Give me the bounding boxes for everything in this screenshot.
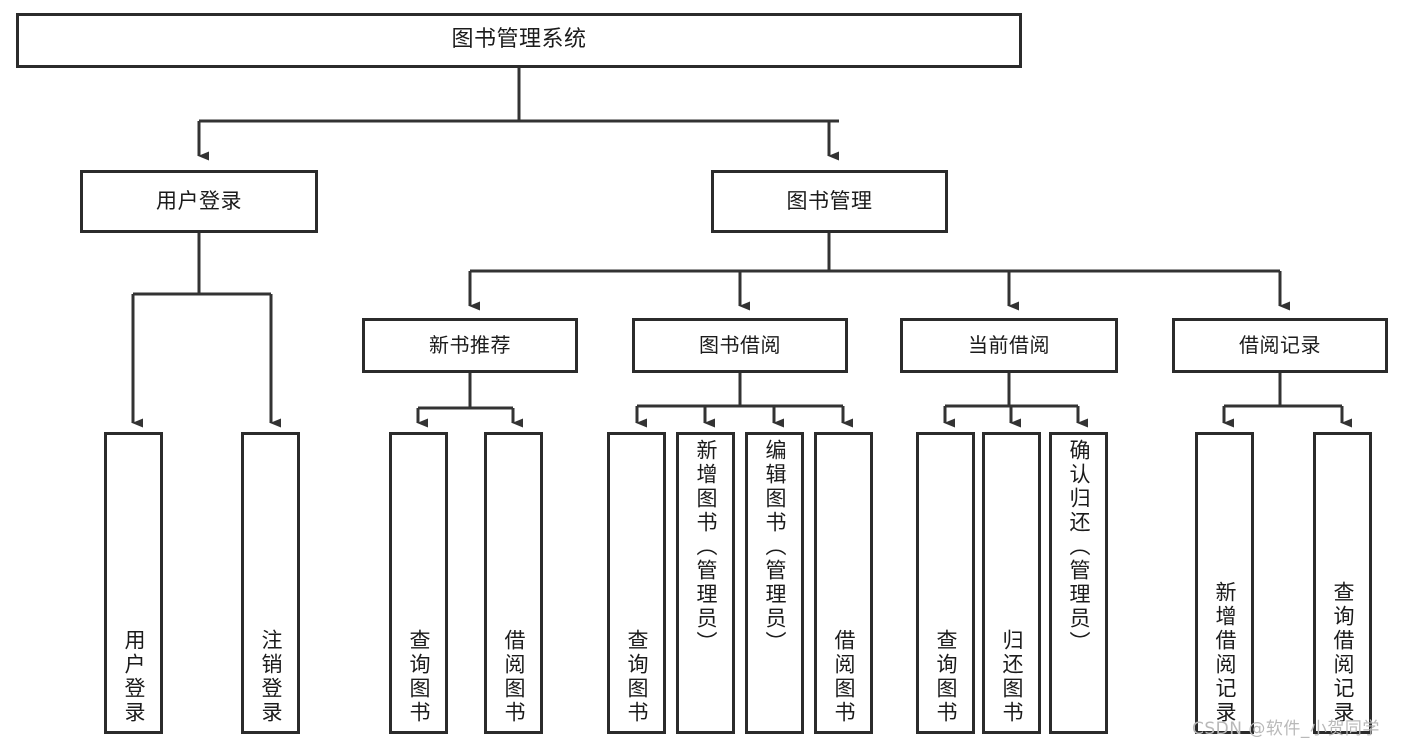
node-leaf-add-book-admin[interactable]: 新增图书（管理员） (676, 432, 735, 734)
node-label: 借阅图书 (832, 629, 856, 725)
node-label: 查询图书 (625, 629, 649, 725)
node-leaf-confirm-return-admin[interactable]: 确认归还（管理员） (1049, 432, 1108, 734)
node-label: 当前借阅 (968, 333, 1050, 358)
node-label: 用户登录 (156, 188, 242, 213)
node-borrow-record[interactable]: 借阅记录 (1172, 318, 1388, 373)
node-label: 查询图书 (934, 629, 958, 725)
node-leaf-user-login[interactable]: 用户登录 (104, 432, 163, 734)
node-label: 新增借阅记录 (1213, 581, 1237, 725)
node-label: 编辑图书（管理员） (763, 439, 787, 655)
node-new-book-recommend[interactable]: 新书推荐 (362, 318, 578, 373)
node-leaf-edit-book-admin[interactable]: 编辑图书（管理员） (745, 432, 804, 734)
node-leaf-add-borrow-record[interactable]: 新增借阅记录 (1195, 432, 1254, 734)
node-label: 图书管理系统 (451, 27, 587, 53)
node-label: 查询图书 (407, 629, 431, 725)
node-label: 图书管理 (786, 188, 873, 213)
node-leaf-return-book[interactable]: 归还图书 (982, 432, 1041, 734)
node-label: 注销登录 (259, 629, 283, 725)
node-current-borrow[interactable]: 当前借阅 (900, 318, 1118, 373)
node-leaf-query-book-recommend[interactable]: 查询图书 (389, 432, 448, 734)
node-leaf-logout[interactable]: 注销登录 (241, 432, 300, 734)
node-label: 确认归还（管理员） (1067, 439, 1091, 655)
node-label: 新增图书（管理员） (694, 439, 718, 655)
node-leaf-query-borrow-record[interactable]: 查询借阅记录 (1313, 432, 1372, 734)
node-leaf-query-book-current[interactable]: 查询图书 (916, 432, 975, 734)
node-book-management[interactable]: 图书管理 (711, 170, 948, 233)
node-label: 借阅图书 (502, 629, 526, 725)
node-leaf-borrow-book[interactable]: 借阅图书 (814, 432, 873, 734)
node-label: 归还图书 (1000, 629, 1024, 725)
node-label: 查询借阅记录 (1331, 581, 1355, 725)
node-label: 借阅记录 (1239, 333, 1321, 358)
node-leaf-borrow-book-recommend[interactable]: 借阅图书 (484, 432, 543, 734)
node-user-login[interactable]: 用户登录 (80, 170, 318, 233)
node-label: 图书借阅 (699, 333, 781, 358)
node-label: 用户登录 (122, 629, 146, 725)
node-leaf-query-book-borrow[interactable]: 查询图书 (607, 432, 666, 734)
node-book-borrow[interactable]: 图书借阅 (632, 318, 848, 373)
node-label: 新书推荐 (429, 333, 511, 358)
node-root-book-management-system[interactable]: 图书管理系统 (16, 13, 1022, 68)
